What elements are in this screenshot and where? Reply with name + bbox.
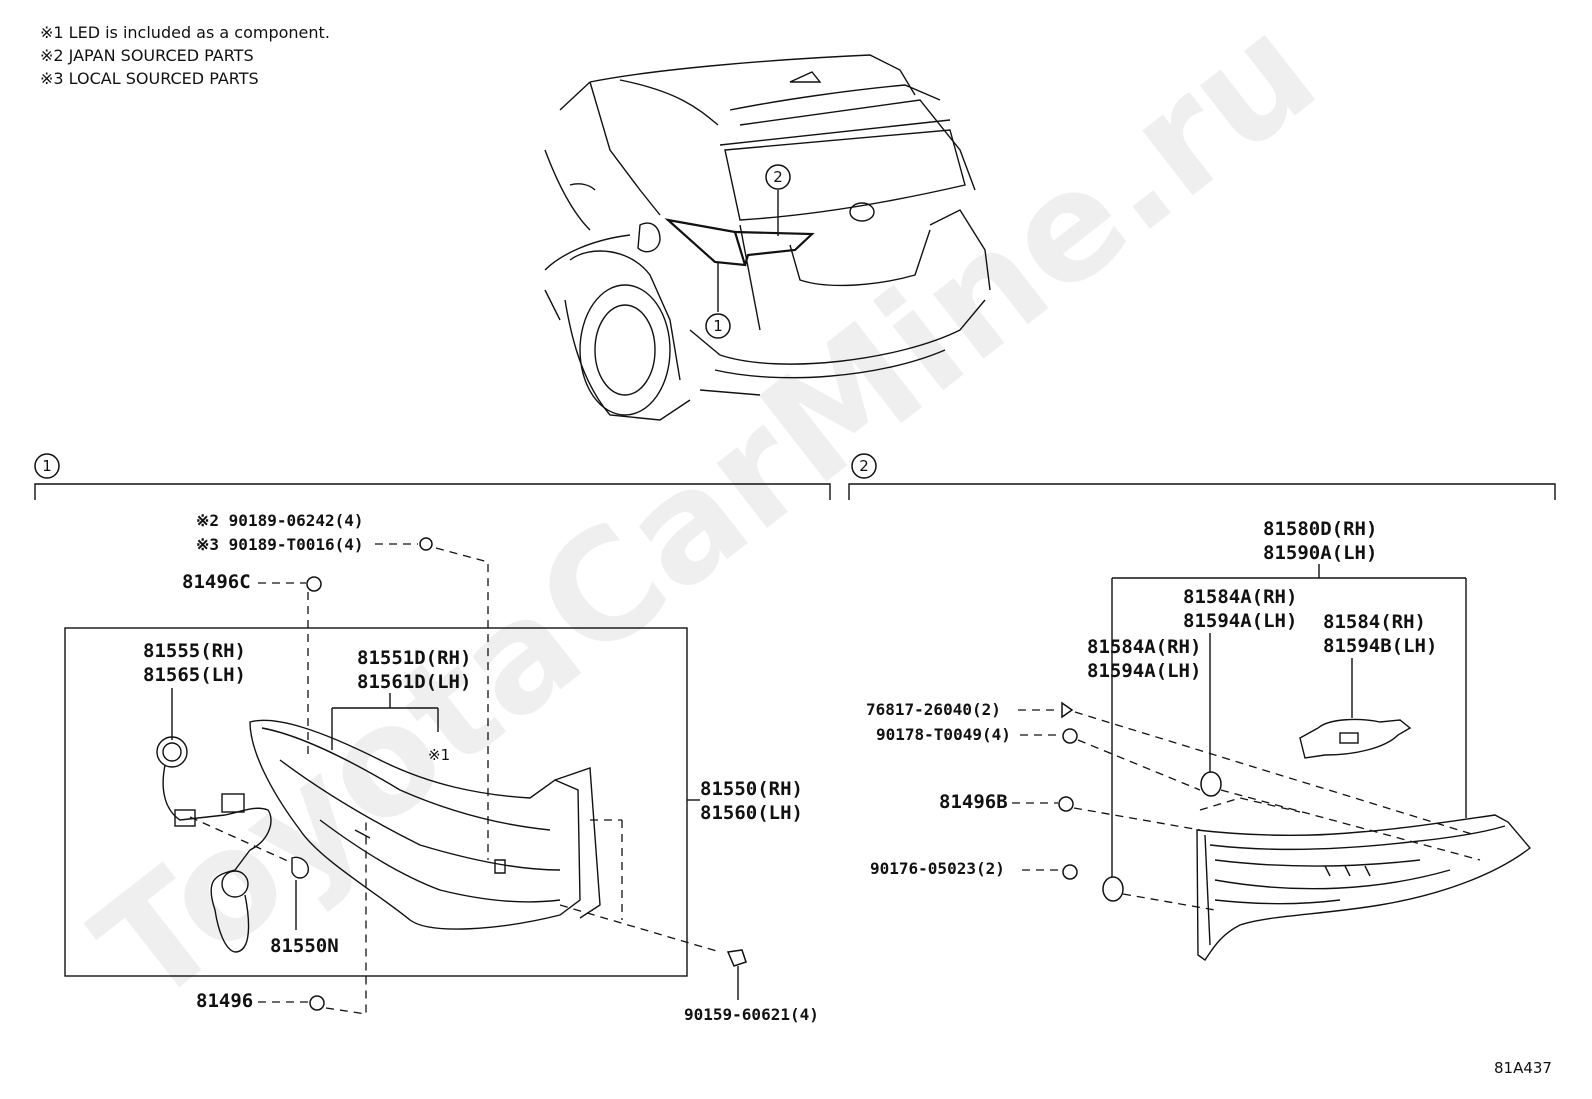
nut-icon	[1062, 728, 1078, 744]
section-1-marker	[34, 453, 60, 479]
part-cover-rh: 81584(RH)	[1323, 611, 1426, 633]
part-gasket-b-rh: 81584A(RH)	[1087, 636, 1201, 658]
part-lens-rh: 81551D(RH)	[357, 647, 471, 669]
section-1-bracket	[34, 483, 831, 500]
part-81496: 81496	[196, 990, 253, 1012]
bulb-icon	[291, 856, 309, 879]
callout-2-marker	[765, 164, 791, 190]
lamp-assembly-box	[64, 627, 688, 977]
gasket-b-icon	[1102, 876, 1124, 902]
part-gasket-b-lh: 81594A(LH)	[1087, 660, 1201, 682]
note-japan: ※2 JAPAN SOURCED PARTS	[40, 46, 254, 65]
clip-icon	[306, 576, 322, 592]
part-socket-lh: 81565(LH)	[143, 664, 246, 686]
callout-1-label: 1	[713, 317, 723, 335]
note-led: ※1 LED is included as a component.	[40, 23, 330, 42]
part-bolt-japan: ※2 90189-06242(4)	[196, 511, 364, 530]
bulb-socket-icon	[221, 870, 249, 898]
part-inner-lamp-rh: 81580D(RH)	[1263, 518, 1377, 540]
gasket-a-icon	[1200, 771, 1222, 797]
bolt-icon	[419, 537, 433, 551]
part-81496C: 81496C	[182, 571, 251, 593]
part-lens-lh: 81561D(LH)	[357, 671, 471, 693]
screw-icon	[726, 949, 747, 967]
section-2-label: 2	[859, 457, 869, 475]
wire-harness	[162, 764, 272, 953]
part-bulb: 81550N	[270, 935, 339, 957]
inner-lamp-body	[1196, 814, 1532, 961]
clip-icon-4	[1058, 796, 1074, 812]
part-cover-lh: 81594B(LH)	[1323, 635, 1437, 657]
part-lamp-lh: 81560(LH)	[700, 802, 803, 824]
part-gasket-a-lh: 81594A(LH)	[1183, 610, 1297, 632]
part-lamp-rh: 81550(RH)	[700, 778, 803, 800]
part-screw-2: 90176-05023(2)	[870, 859, 1005, 878]
led-note-marker: ※1	[428, 746, 450, 764]
section-1-outer-lamp: ※2 90189-06242(4) ※3 90189-T0016(4) 8149…	[64, 511, 819, 1024]
part-clip: 76817-26040(2)	[866, 700, 1001, 719]
part-screw: 90159-60621(4)	[684, 1005, 819, 1024]
note-local: ※3 LOCAL SOURCED PARTS	[40, 69, 259, 88]
outer-lamp-body	[249, 719, 581, 930]
part-bolt-local: ※3 90189-T0016(4)	[196, 535, 364, 554]
cover-plate	[1299, 718, 1412, 759]
callout-1-marker	[705, 313, 731, 339]
socket-icon	[156, 736, 188, 768]
connector-icon	[221, 793, 245, 813]
screw-icon-2	[1062, 864, 1078, 880]
part-nut: 90178-T0049(4)	[876, 725, 1011, 744]
part-81496B: 81496B	[939, 791, 1008, 813]
section-2-inner-lamp: 81580D(RH) 81590A(LH) 81584A(RH) 81594A(…	[866, 518, 1532, 961]
section-2-bracket	[848, 483, 1556, 500]
section-1-label: 1	[42, 457, 52, 475]
callout-2-label: 2	[773, 168, 783, 186]
clip-icon-3	[1061, 701, 1074, 719]
clip-icon-2	[309, 995, 325, 1011]
connector-icon-2	[174, 809, 196, 827]
vehicle-rear-illustration: 2 1	[544, 54, 991, 421]
section-2-marker	[851, 453, 877, 479]
part-socket-rh: 81555(RH)	[143, 640, 246, 662]
part-inner-lamp-lh: 81590A(LH)	[1263, 542, 1377, 564]
figure-code: 81A437	[1494, 1059, 1552, 1077]
part-gasket-a-rh: 81584A(RH)	[1183, 586, 1297, 608]
